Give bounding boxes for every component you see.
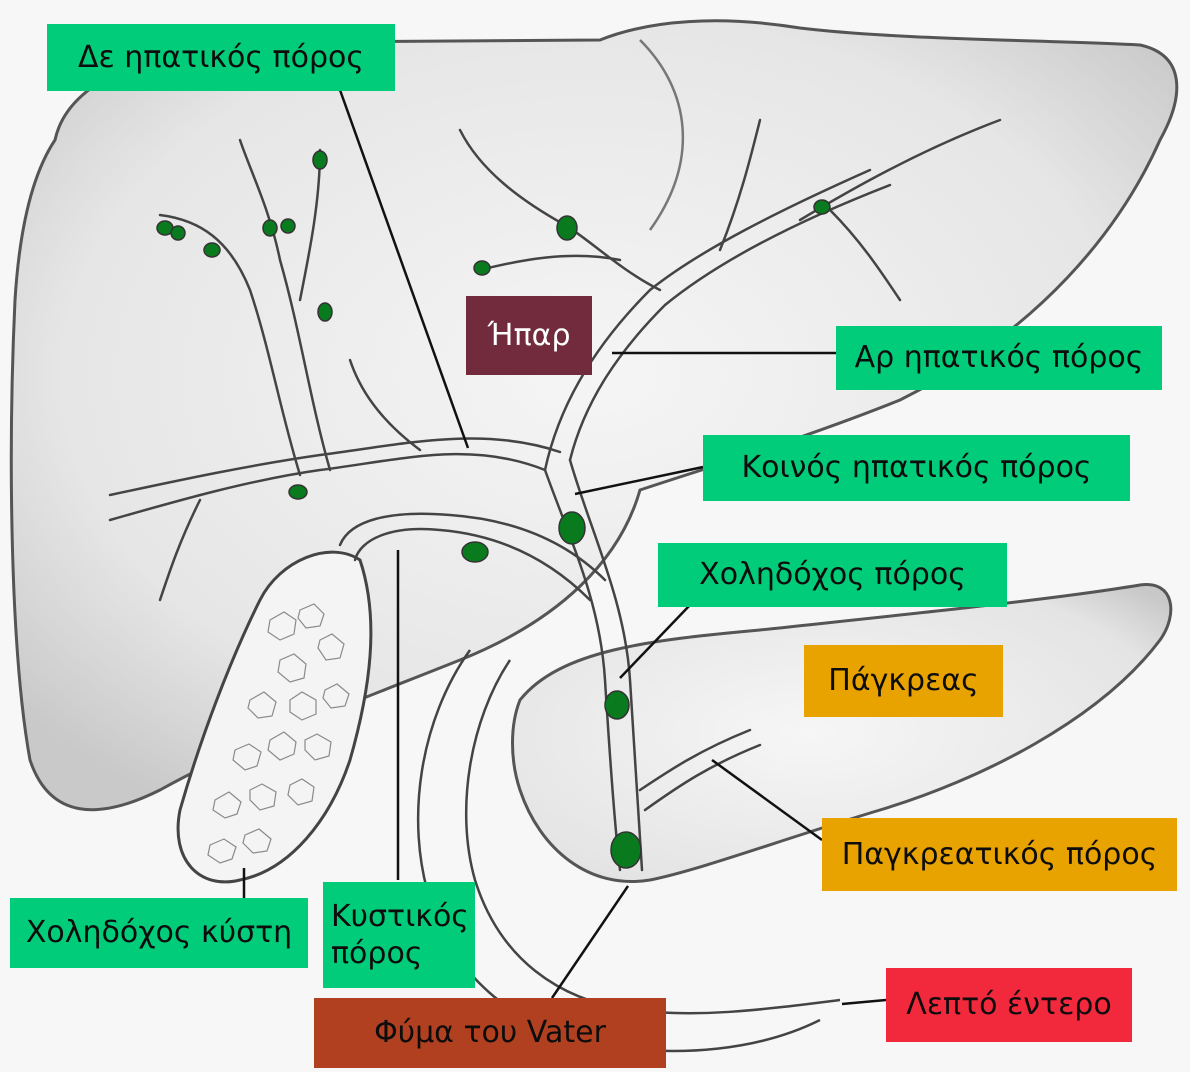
label-common-bile-duct: Χοληδόχος πόρος xyxy=(658,543,1007,607)
label-cystic-duct: Κυστικός πόρος xyxy=(323,882,475,988)
label-pancreas: Πάγκρεας xyxy=(804,645,1003,717)
label-right-hepatic-duct: Αρ ηπατικός πόρος xyxy=(836,326,1162,390)
label-gallbladder: Χοληδόχος κύστη xyxy=(10,898,308,968)
label-small-intestine: Λεπτό έντερο xyxy=(886,968,1132,1042)
label-pancreatic-duct: Παγκρεατικός πόρος xyxy=(822,818,1177,891)
liver-lobe-line xyxy=(639,39,685,231)
gallbladder-shape xyxy=(176,550,373,884)
gallbladder-stones-texture xyxy=(207,603,350,864)
label-papilla-of-vater: Φύμα του Vater xyxy=(314,998,666,1068)
label-common-hepatic-duct: Κοινός ηπατικός πόρος xyxy=(703,435,1130,501)
duct-stones xyxy=(156,150,831,869)
small-intestine-shape xyxy=(416,649,841,1053)
pancreas-shape xyxy=(511,583,1173,883)
label-left-hepatic-duct: Δε ηπατικός πόρος xyxy=(47,24,395,91)
leader-lines xyxy=(242,89,887,1006)
label-liver: Ήπαρ xyxy=(466,296,592,375)
bile-duct-tree xyxy=(108,118,1002,872)
